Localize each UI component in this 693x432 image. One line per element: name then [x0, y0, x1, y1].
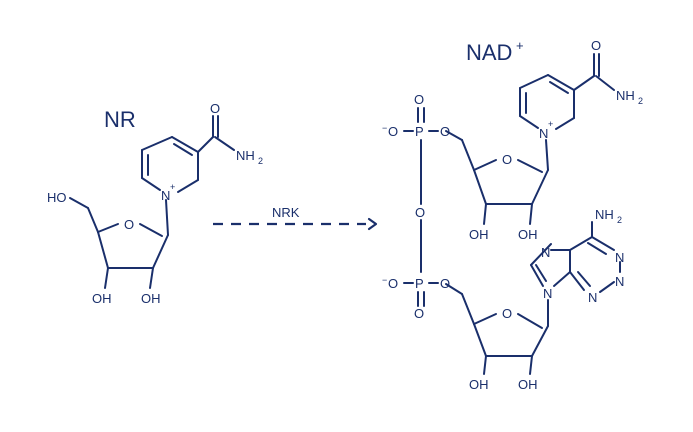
reaction-arrow — [213, 217, 378, 231]
nad-amide-nh: NH — [616, 88, 635, 103]
nr-ring-o: O — [124, 217, 134, 232]
nad-ring-o-top: O — [502, 152, 512, 167]
nad-molecule: NAD + N + O NH 2 — [382, 38, 643, 392]
bridge-o: O — [415, 205, 425, 220]
nr-ho: HO — [47, 190, 67, 205]
nad-ribose-top — [445, 130, 549, 225]
nad-oh-4: OH — [518, 377, 538, 392]
nr-title: NR — [104, 107, 136, 132]
nad-amide-o: O — [591, 38, 601, 53]
adenine-n-4: N — [588, 290, 597, 305]
p1-o-right: O — [440, 124, 450, 139]
nr-pyridinium-ring — [141, 136, 199, 193]
nr-n-atom: N — [161, 188, 170, 203]
nad-pyridinium-ring — [519, 74, 575, 130]
adenine-n-1: N — [541, 245, 550, 260]
nad-adenine — [530, 221, 621, 293]
nad-ring-o-bottom: O — [502, 306, 512, 321]
nr-amide-sub: 2 — [258, 156, 263, 166]
p2-o-right: O — [440, 276, 450, 291]
p1-atom: P — [415, 124, 424, 139]
nr-amide-nh: NH — [236, 148, 255, 163]
nad-phosphate-2 — [403, 282, 439, 307]
p2-o-bottom: O — [414, 306, 424, 321]
p1-minus: − — [382, 123, 387, 133]
enzyme-label: NRK — [272, 205, 300, 220]
adenine-nh-sub: 2 — [617, 215, 622, 225]
nad-carboxamide — [573, 53, 615, 91]
nr-oh-1: OH — [92, 291, 112, 306]
p2-atom: P — [415, 276, 424, 291]
nad-oh-3: OH — [469, 377, 489, 392]
nr-oh-2: OH — [141, 291, 161, 306]
nad-oh-1: OH — [469, 227, 489, 242]
adenine-n-3: N — [615, 274, 624, 289]
nr-carboxamide — [197, 115, 235, 153]
nad-title: NAD — [466, 40, 512, 65]
nad-plus-charge: + — [548, 119, 553, 129]
nad-n-plus: N — [539, 126, 548, 141]
adenine-nh: NH — [595, 207, 614, 222]
nad-oh-2: OH — [518, 227, 538, 242]
p1-o-top: O — [414, 92, 424, 107]
nr-ribose-ring — [69, 197, 169, 289]
nr-molecule: NR N + O NH 2 — [47, 101, 263, 306]
adenine-n-2: N — [615, 250, 624, 265]
nad-title-sup: + — [516, 38, 524, 53]
nad-phosphate-1 — [403, 107, 439, 273]
nad-ribose-bottom — [445, 283, 549, 375]
adenine-n-5: N — [543, 286, 552, 301]
p1-o-left: O — [388, 124, 398, 139]
nad-amide-sub: 2 — [638, 96, 643, 106]
nr-plus-charge: + — [170, 182, 175, 192]
p2-o-left: O — [388, 276, 398, 291]
p2-minus: − — [382, 275, 387, 285]
nr-amide-o: O — [210, 101, 220, 116]
